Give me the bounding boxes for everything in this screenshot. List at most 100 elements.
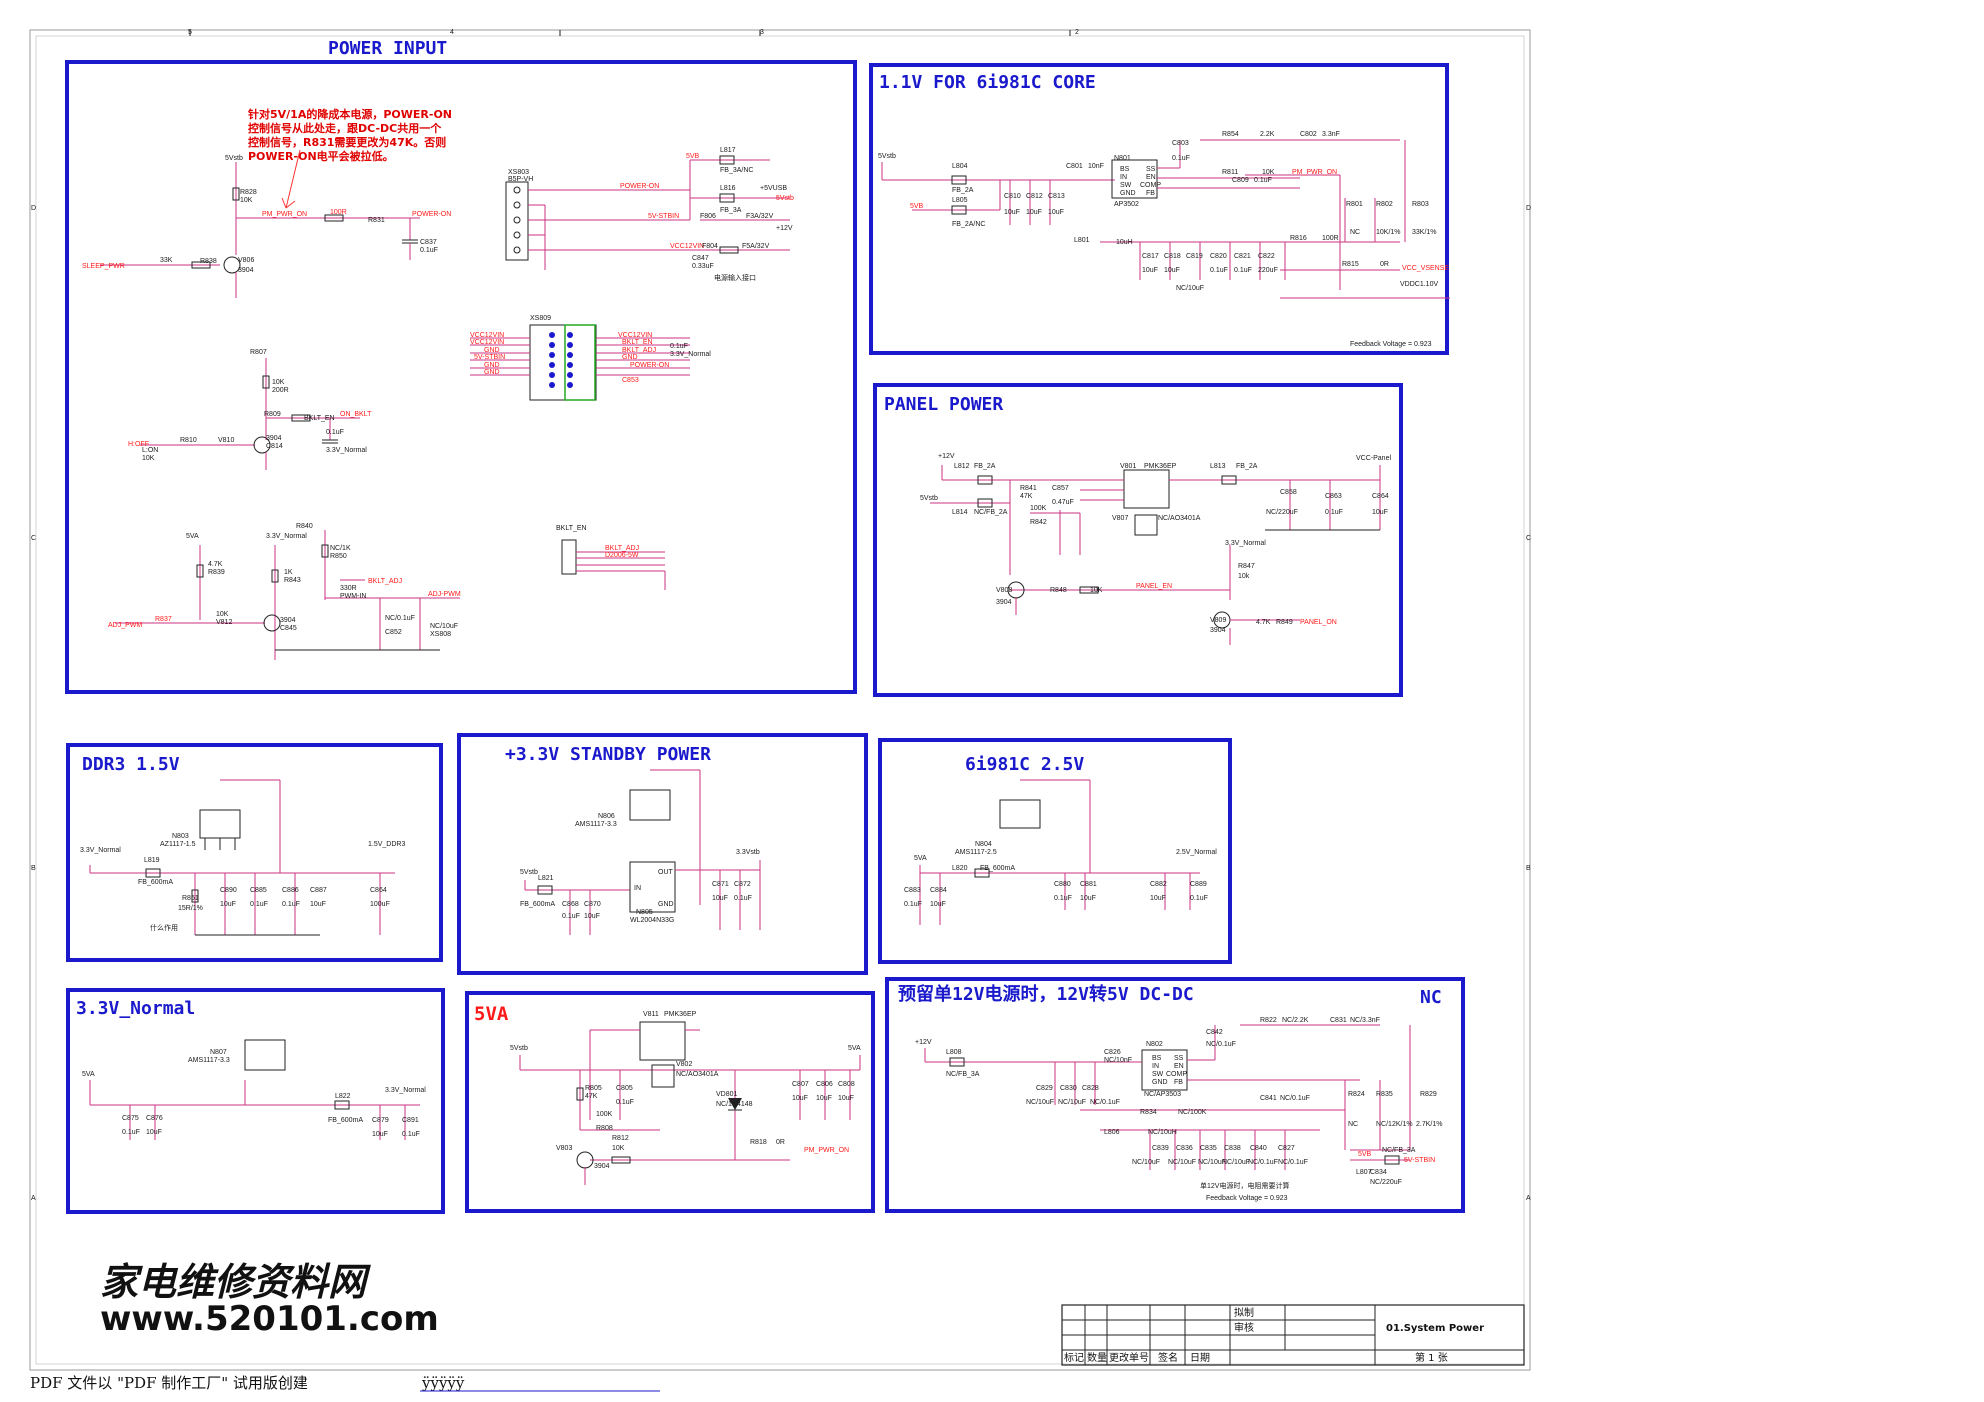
svg-text:3904: 3904: [266, 435, 282, 442]
xs809-pins: [549, 332, 573, 388]
svg-text:5VB: 5VB: [910, 203, 924, 210]
svg-text:F804: F804: [702, 243, 718, 250]
svg-text:GND: GND: [658, 901, 674, 908]
svg-text:L813: L813: [1210, 463, 1226, 470]
svg-text:L822: L822: [335, 1093, 351, 1100]
svg-text:L806: L806: [1104, 1129, 1120, 1136]
svg-text:C829: C829: [1036, 1085, 1053, 1092]
svg-text:POWER-ON: POWER-ON: [620, 183, 659, 190]
svg-text:COMP: COMP: [1166, 1071, 1187, 1078]
svg-text:VCC12VIN: VCC12VIN: [670, 243, 704, 250]
svg-text:10K: 10K: [240, 197, 253, 204]
svg-text:POWER-ON电平会被拉低。: POWER-ON电平会被拉低。: [248, 149, 394, 163]
svg-text:FB_2A: FB_2A: [952, 187, 974, 194]
svg-text:100R: 100R: [330, 209, 347, 216]
svg-text:5Vstb: 5Vstb: [225, 155, 243, 162]
svg-text:V811: V811: [643, 1011, 659, 1018]
ddr3-frame: [66, 743, 443, 962]
svg-text:5Vstb: 5Vstb: [776, 195, 794, 202]
svg-text:C830: C830: [1060, 1085, 1077, 1092]
svg-text:200R: 200R: [272, 387, 289, 394]
svg-text:C802: C802: [1300, 131, 1317, 138]
power-input-title: POWER INPUT: [328, 38, 447, 59]
svg-text:+12V: +12V: [915, 1039, 932, 1046]
svg-text:NC/10uF: NC/10uF: [1058, 1099, 1086, 1106]
svg-text:C837: C837: [420, 239, 437, 246]
svg-text:10uF: 10uF: [1026, 209, 1042, 216]
svg-text:3.3V_Normal: 3.3V_Normal: [385, 1087, 426, 1094]
svg-text:L804: L804: [952, 163, 968, 170]
svg-text:5V-STBIN: 5V-STBIN: [474, 354, 505, 361]
svg-text:GND: GND: [484, 362, 500, 369]
svg-text:VCC-Panel: VCC-Panel: [1356, 455, 1391, 462]
svg-text:C857: C857: [1052, 485, 1069, 492]
svg-text:V809: V809: [1210, 617, 1226, 624]
svg-text:0.1uF: 0.1uF: [1234, 267, 1252, 274]
svg-text:R809: R809: [264, 411, 281, 418]
svg-text:N803: N803: [172, 833, 189, 840]
svg-text:C868: C868: [562, 901, 579, 908]
svg-text:C864: C864: [1372, 493, 1389, 500]
svg-text:10K: 10K: [142, 455, 155, 462]
svg-text:R851: R851: [182, 895, 199, 902]
svg-text:H:OFF: H:OFF: [128, 441, 149, 448]
svg-text:SLEEP_PWR: SLEEP_PWR: [82, 263, 125, 270]
ddr3-section: DDR3 1.5V N803 AZ1117-1.5 3.3V_Normal L8…: [66, 743, 443, 962]
svg-text:FB_2A: FB_2A: [974, 463, 996, 470]
svg-text:C879: C879: [372, 1117, 389, 1124]
dcdc-title: 预留单12V电源时，12V转5V DC-DC: [898, 983, 1194, 1005]
standby-title: +3.3V STANDBY POWER: [505, 744, 711, 765]
svg-text:C887: C887: [310, 887, 327, 894]
n803-regulator: [199, 809, 241, 839]
svg-text:R807: R807: [250, 349, 267, 356]
svg-text:SW: SW: [1120, 182, 1132, 189]
svg-text:NC/AP3503: NC/AP3503: [1144, 1091, 1181, 1098]
svg-text:C884: C884: [930, 887, 947, 894]
svg-text:10uF: 10uF: [310, 901, 326, 908]
svg-text:L808: L808: [946, 1049, 962, 1056]
svg-text:+12V: +12V: [938, 453, 955, 460]
svg-text:10uF: 10uF: [930, 901, 946, 908]
v25-title: 6i981C 2.5V: [965, 754, 1084, 775]
svg-text:NC/FB_3A: NC/FB_3A: [946, 1071, 980, 1078]
svg-text:R802: R802: [1376, 201, 1393, 208]
svg-text:C838: C838: [1224, 1145, 1241, 1152]
power-input-note: 针对5V/1A的降成本电源，POWER-ON 控制信号从此处走，跟DC-DC共用…: [248, 107, 452, 163]
svg-text:L817: L817: [720, 147, 736, 154]
v2v5-section: 6i981C 2.5V N804 AMS1117-2.5 5VA L820 FB…: [878, 738, 1232, 964]
svg-text:PANEL_ON: PANEL_ON: [1300, 619, 1337, 626]
svg-text:R841: R841: [1020, 485, 1037, 492]
watermark: 家电维修资料网 www.520101.com: [100, 1259, 439, 1339]
svg-text:10uF: 10uF: [372, 1131, 388, 1138]
svg-text:0.1uF: 0.1uF: [904, 901, 922, 908]
svg-text:100K: 100K: [1030, 505, 1047, 512]
page-label: 第 1 张: [1415, 1351, 1448, 1364]
svg-text:L820: L820: [952, 865, 968, 872]
svg-text:0.33uF: 0.33uF: [692, 263, 714, 270]
svg-text:2.2K: 2.2K: [1260, 131, 1275, 138]
svg-text:C880: C880: [1054, 881, 1071, 888]
svg-text:IN: IN: [1152, 1063, 1159, 1070]
l817-bead: [719, 155, 735, 165]
footer-link[interactable]: ÿÿÿÿÿ: [421, 1374, 465, 1392]
svg-text:SS: SS: [1146, 166, 1156, 173]
v807-mosfet: [1134, 514, 1158, 536]
border-number-3: 3: [760, 29, 764, 36]
svg-text:C886: C886: [282, 887, 299, 894]
svg-text:0.1uF: 0.1uF: [402, 1131, 420, 1138]
svg-text:COMP: COMP: [1140, 182, 1161, 189]
svg-text:10uF: 10uF: [1164, 267, 1180, 274]
svg-text:R839: R839: [208, 569, 225, 576]
svg-text:C871: C871: [712, 881, 729, 888]
svg-text:10K/1%: 10K/1%: [1376, 229, 1401, 236]
svg-text:L816: L816: [720, 185, 736, 192]
svg-text:C809: C809: [1232, 177, 1249, 184]
svg-text:GND: GND: [484, 369, 500, 376]
border-letter-d: D: [31, 205, 36, 212]
v5va-title: 5VA: [474, 1003, 509, 1025]
svg-text:NC/FB_2A: NC/FB_2A: [974, 509, 1008, 516]
svg-text:NC/100K: NC/100K: [1178, 1109, 1207, 1116]
svg-text:5VA: 5VA: [82, 1071, 95, 1078]
svg-text:N801: N801: [1114, 155, 1131, 162]
